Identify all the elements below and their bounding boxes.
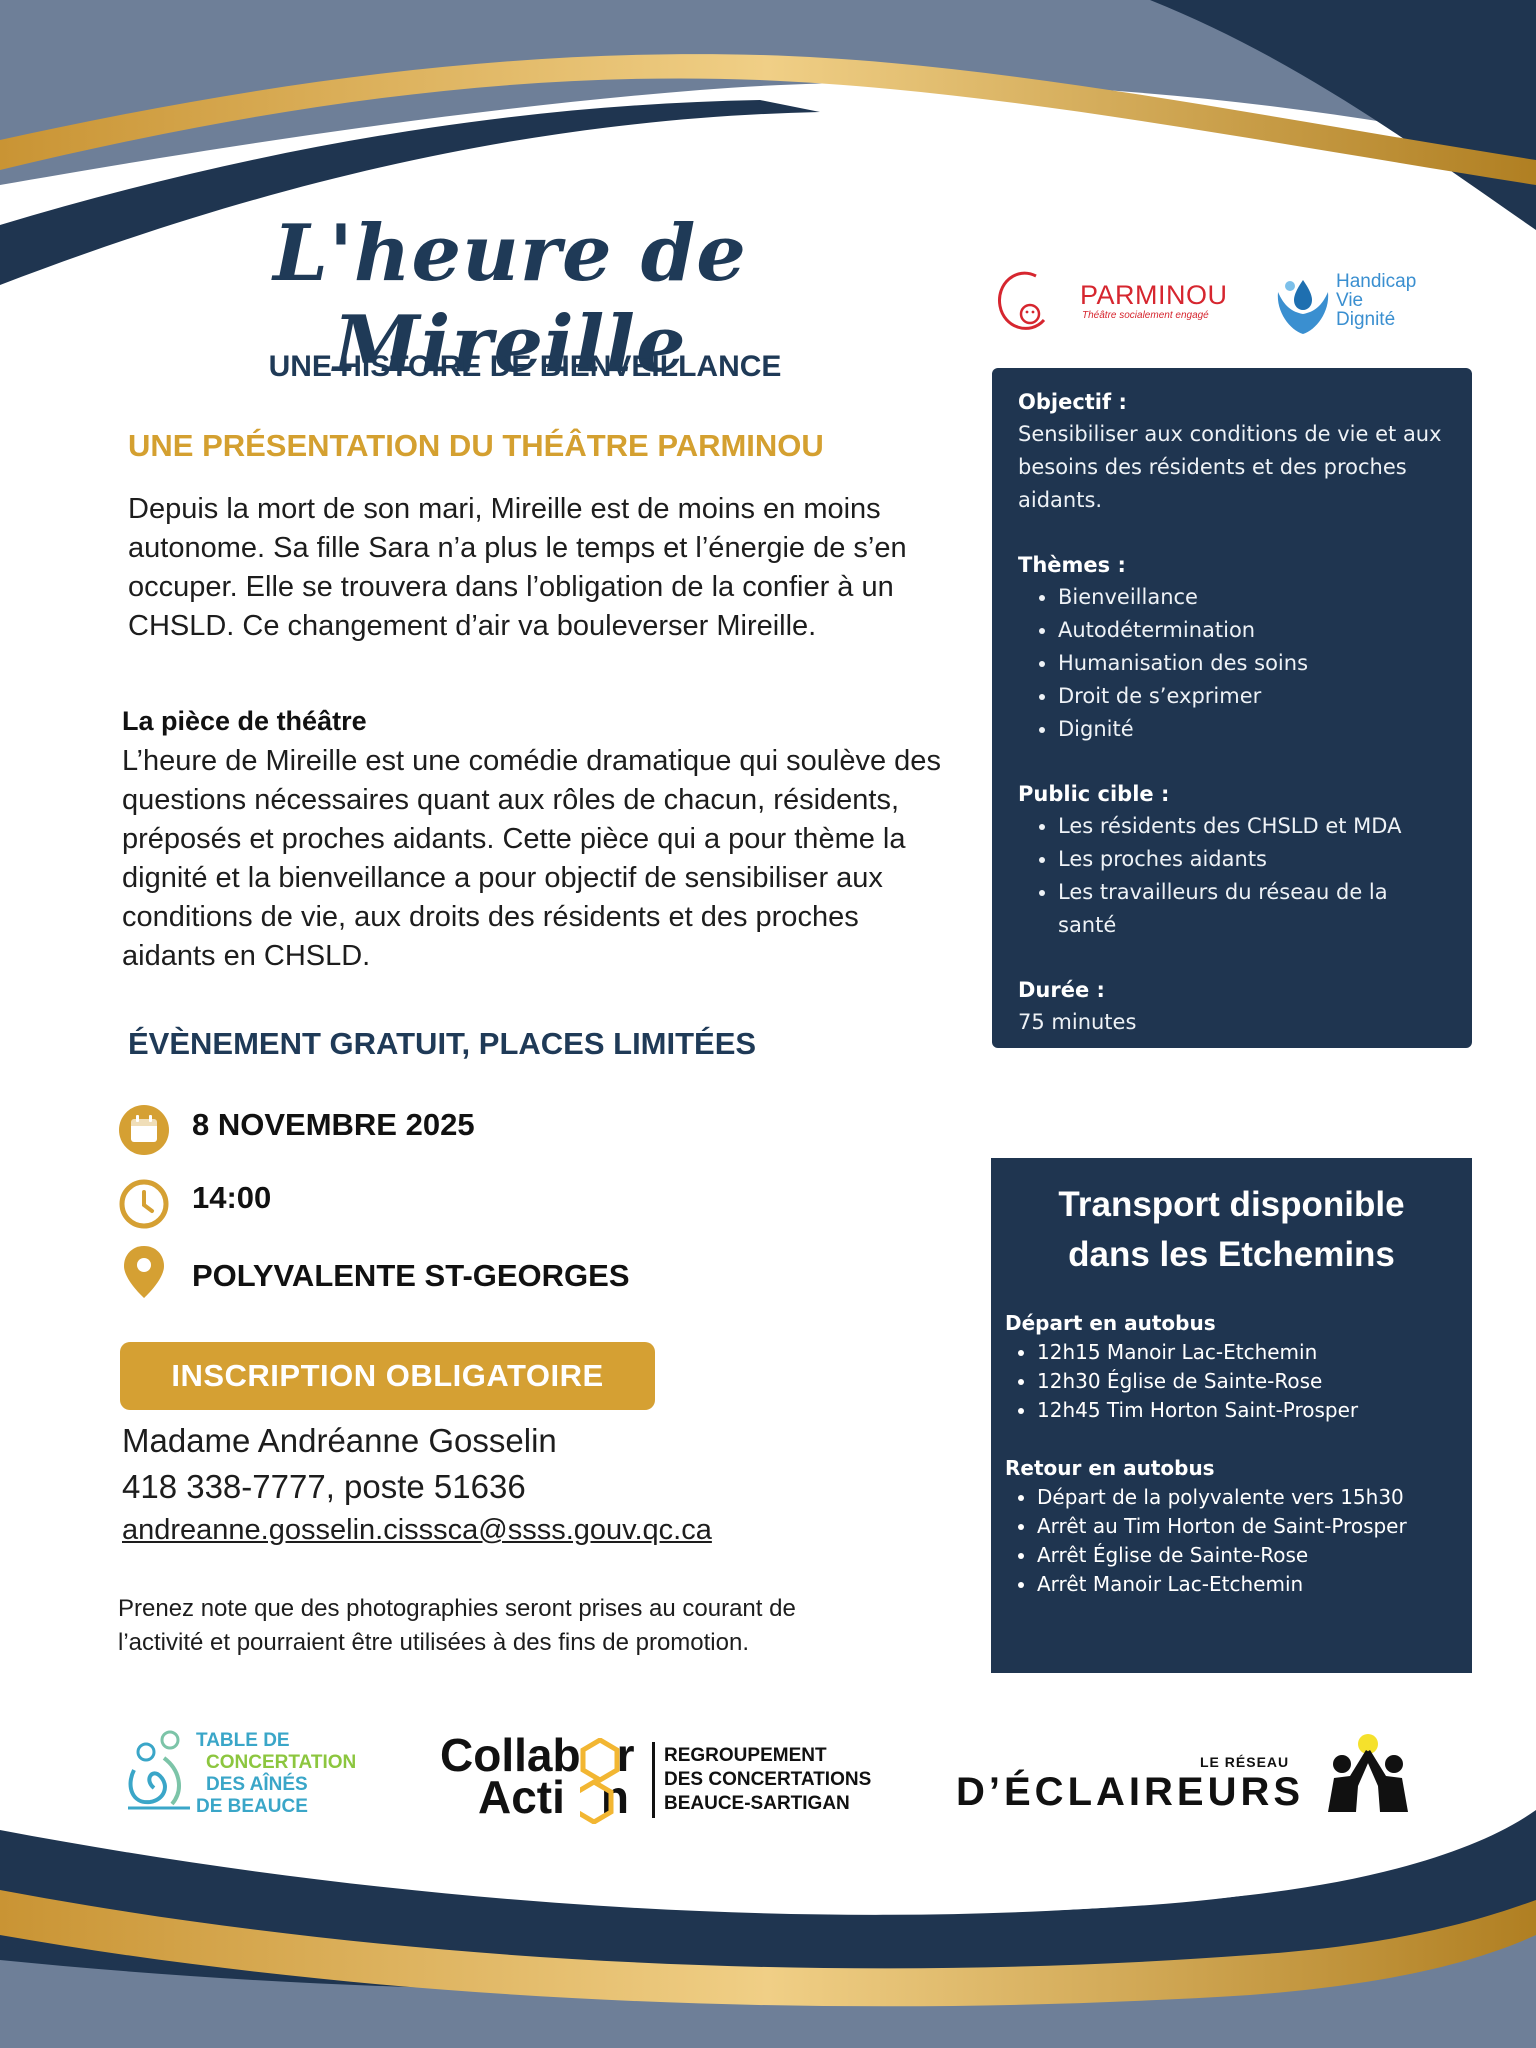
- transport-card: Transport disponible dans les Etchemins …: [991, 1158, 1472, 1673]
- location-pin-icon: [124, 1246, 164, 1298]
- list-item: Autodétermination: [1058, 614, 1446, 647]
- parminou-logo-text: PARMINOU: [1080, 280, 1228, 310]
- top-navy-corner: [1150, 0, 1536, 230]
- presentation-heading: UNE PRÉSENTATION DU THÉÂTRE PARMINOU: [128, 428, 824, 463]
- top-slate-wave: [0, 0, 1536, 185]
- info-card: Objectif : Sensibiliser aux conditions d…: [992, 368, 1472, 1048]
- calendar-icon: [119, 1105, 169, 1155]
- list-item: Dignité: [1058, 713, 1446, 746]
- piece-paragraph: L’heure de Mireille est une comédie dram…: [122, 745, 941, 972]
- list-item: Bienveillance: [1058, 581, 1446, 614]
- photo-note: Prenez note que des photographies seront…: [118, 1595, 796, 1656]
- event-place: POLYVALENTE ST-GEORGES: [192, 1258, 630, 1293]
- handicap-vie-dignite-logo-icon: [1277, 280, 1329, 334]
- themes-label: Thèmes :: [1018, 553, 1126, 577]
- table-concertation-logo-icon: [128, 1730, 190, 1810]
- list-item: Les travailleurs du réseau de la santé: [1058, 876, 1446, 942]
- list-item: 12h45 Tim Horton Saint-Prosper: [1037, 1396, 1458, 1425]
- public-list: Les résidents des CHSLD et MDA Les proch…: [1018, 810, 1446, 942]
- piece-heading: La pièce de théâtre: [122, 706, 367, 736]
- depart-label: Départ en autobus: [1005, 1311, 1216, 1335]
- list-item: Arrêt Église de Sainte-Rose: [1037, 1541, 1458, 1570]
- regroupement-logo-text: REGROUPEMENT DES CONCERTATIONS BEAUCE-SA…: [664, 1745, 872, 1814]
- contact-name: Madame Andréanne Gosselin: [122, 1422, 557, 1459]
- page-subtitle: UNE HISTOIRE DE BIENVEILLANCE: [268, 350, 782, 383]
- list-item: Les résidents des CHSLD et MDA: [1058, 810, 1446, 843]
- list-item: Les proches aidants: [1058, 843, 1446, 876]
- duree-label: Durée :: [1018, 978, 1105, 1002]
- intro-paragraph: Depuis la mort de son mari, Mireille est…: [128, 493, 907, 642]
- registration-button[interactable]: INSCRIPTION OBLIGATOIRE: [120, 1342, 655, 1410]
- divider: [652, 1742, 655, 1818]
- top-gold-ribbon: [0, 54, 1536, 186]
- handicap-vie-dignite-logo-text: Handicap Vie Dignité: [1336, 271, 1417, 330]
- eclaireurs-logo-text: D’ÉCLAIREURS: [956, 1770, 1305, 1814]
- list-item: 12h15 Manoir Lac-Etchemin: [1037, 1338, 1458, 1367]
- table-concertation-logo-text: TABLE DE CONCERTATION DES AÎNÉS DE BEAUC…: [196, 1730, 357, 1817]
- retour-list: Départ de la polyvalente vers 15h30 Arrê…: [1005, 1483, 1458, 1599]
- transport-title: Transport disponible dans les Etchemins: [1058, 1185, 1405, 1274]
- contact-phone: 418 338-7777, poste 51636: [122, 1468, 526, 1505]
- list-item: Droit de s’exprimer: [1058, 680, 1446, 713]
- bottom-white-swoosh: [0, 1780, 1536, 1915]
- depart-list: 12h15 Manoir Lac-Etchemin 12h30 Église d…: [1005, 1338, 1458, 1425]
- contact-email-link[interactable]: andreanne.gosselin.cisssca@ssss.gouv.qc.…: [122, 1514, 712, 1546]
- parminou-tagline: Théâtre socialement engagé: [1082, 310, 1209, 321]
- eclaireurs-small-text: LE RÉSEAU: [1200, 1754, 1290, 1770]
- public-label: Public cible :: [1018, 782, 1170, 806]
- list-item: Arrêt au Tim Horton de Saint-Prosper: [1037, 1512, 1458, 1541]
- free-event-heading: ÉVÈNEMENT GRATUIT, PLACES LIMITÉES: [128, 1026, 757, 1061]
- hexagon-icon: [580, 1738, 620, 1824]
- bottom-gold-ribbon: [0, 1890, 1536, 2007]
- clock-icon: [119, 1179, 169, 1229]
- objectif-label: Objectif :: [1018, 390, 1127, 414]
- list-item: Arrêt Manoir Lac-Etchemin: [1037, 1570, 1458, 1599]
- themes-list: Bienveillance Autodétermination Humanisa…: [1018, 581, 1446, 746]
- top-navy-wave: [0, 100, 820, 285]
- eclaireurs-people-icon: [1328, 1734, 1408, 1812]
- parminou-logo-icon: [998, 271, 1046, 330]
- list-item: Humanisation des soins: [1058, 647, 1446, 680]
- page-title: L'heure de Mireille: [273, 208, 747, 390]
- list-item: Départ de la polyvalente vers 15h30: [1037, 1483, 1458, 1512]
- objectif-text: Sensibiliser aux conditions de vie et au…: [1018, 422, 1442, 512]
- list-item: 12h30 Église de Sainte-Rose: [1037, 1367, 1458, 1396]
- event-time: 14:00: [192, 1180, 272, 1215]
- duree-text: 75 minutes: [1018, 1010, 1137, 1034]
- retour-label: Retour en autobus: [1005, 1456, 1215, 1480]
- event-date: 8 NOVEMBRE 2025: [192, 1107, 475, 1142]
